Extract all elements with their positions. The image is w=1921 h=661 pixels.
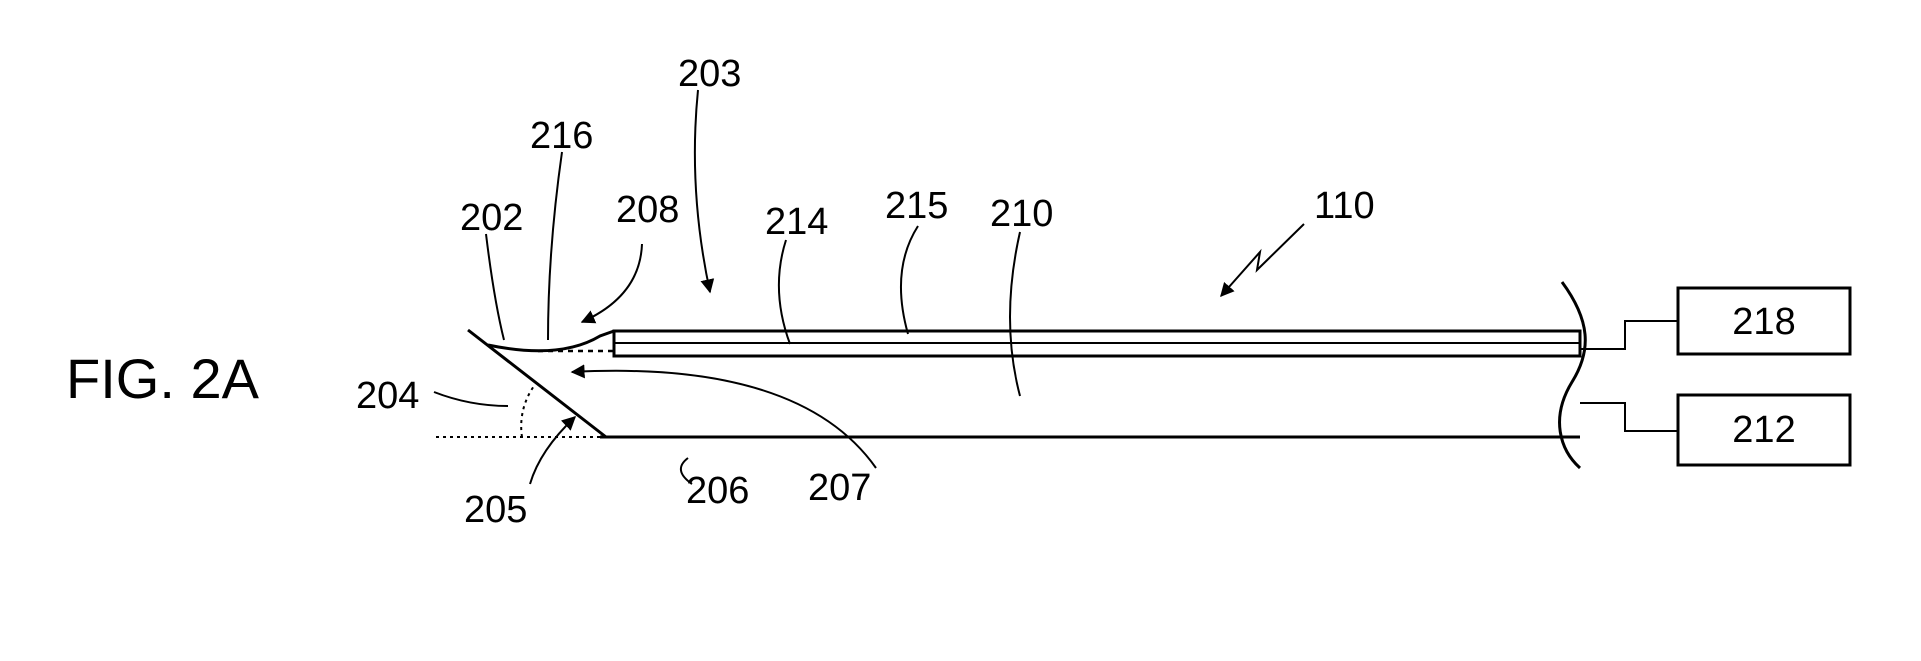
beveled-tip bbox=[436, 328, 615, 439]
figure-title: FIG. 2A bbox=[66, 347, 260, 410]
label-205: 205 bbox=[464, 489, 527, 531]
label-203: 203 bbox=[678, 53, 741, 95]
box-label-218: 218 bbox=[1732, 301, 1795, 343]
tube-body bbox=[600, 329, 1582, 439]
box-label-212: 212 bbox=[1732, 409, 1795, 451]
connector-218 bbox=[1580, 320, 1678, 350]
label-208: 208 bbox=[616, 189, 679, 231]
label-110: 110 bbox=[1314, 185, 1375, 227]
connector-212 bbox=[1580, 402, 1678, 432]
label-206: 206 bbox=[686, 470, 749, 512]
leader-lines bbox=[433, 89, 1305, 485]
label-216: 216 bbox=[530, 115, 593, 157]
label-207: 207 bbox=[808, 467, 871, 509]
label-202: 202 bbox=[460, 197, 523, 239]
label-214: 214 bbox=[765, 201, 828, 243]
label-215: 215 bbox=[885, 185, 948, 227]
label-204: 204 bbox=[356, 375, 419, 417]
component-box-212: 212 bbox=[1676, 393, 1852, 467]
label-210: 210 bbox=[990, 193, 1053, 235]
component-box-218: 218 bbox=[1676, 286, 1852, 356]
break-line bbox=[1558, 281, 1587, 470]
